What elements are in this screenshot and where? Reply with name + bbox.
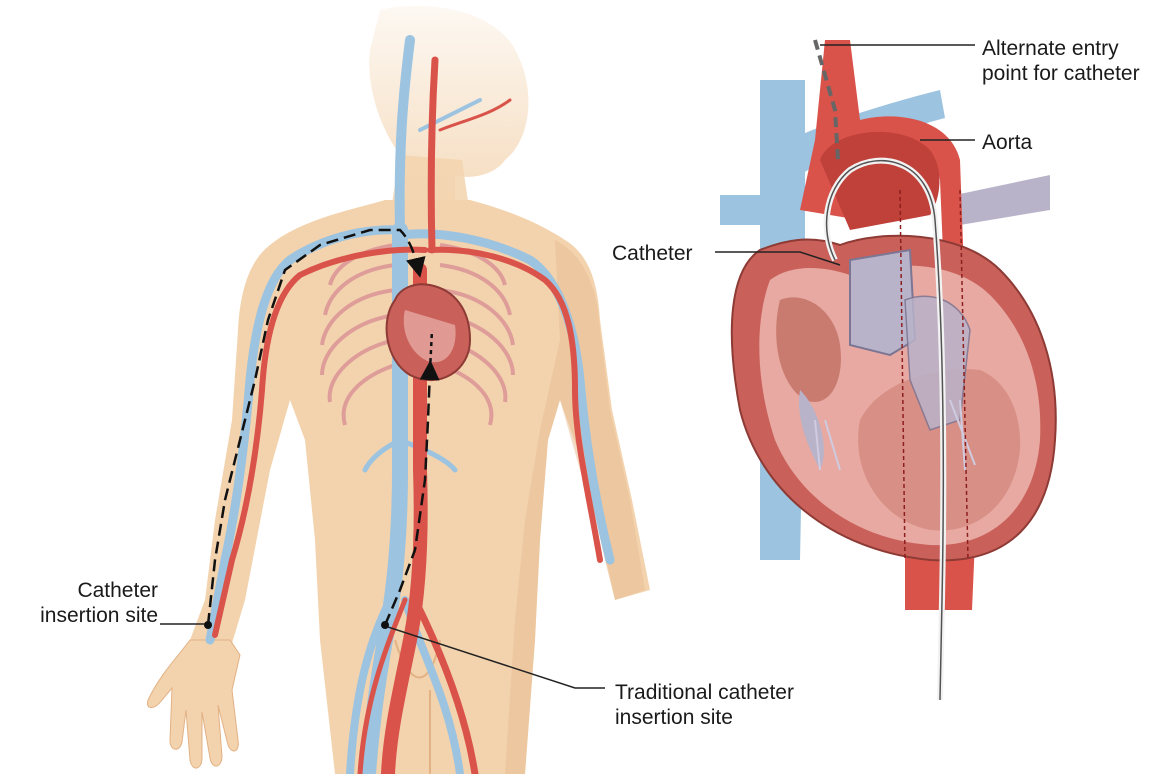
leg-insertion-dot bbox=[381, 621, 389, 629]
label-trad-line2: insertion site bbox=[615, 705, 794, 730]
arm-insertion-dot bbox=[204, 621, 212, 629]
label-aorta: Aorta bbox=[982, 130, 1032, 155]
label-trad-line1: Traditional catheter bbox=[615, 680, 794, 705]
label-aorta-text: Aorta bbox=[982, 130, 1032, 155]
label-alt-line2: point for catheter bbox=[982, 61, 1140, 86]
label-alternate-entry: Alternate entry point for catheter bbox=[982, 36, 1140, 86]
label-arm-insertion-site: Catheter insertion site bbox=[10, 578, 158, 628]
human-body bbox=[147, 6, 650, 774]
label-traditional-insertion-site: Traditional catheter insertion site bbox=[615, 680, 794, 730]
label-catheter: Catheter bbox=[612, 241, 693, 266]
label-arm-line2: insertion site bbox=[10, 603, 158, 628]
left-hand bbox=[147, 640, 240, 768]
label-catheter-text: Catheter bbox=[612, 241, 693, 266]
label-alt-line1: Alternate entry bbox=[982, 36, 1140, 61]
pulmonary-artery-right bbox=[955, 175, 1050, 225]
label-arm-line1: Catheter bbox=[10, 578, 158, 603]
left-vein-stub bbox=[720, 195, 765, 225]
